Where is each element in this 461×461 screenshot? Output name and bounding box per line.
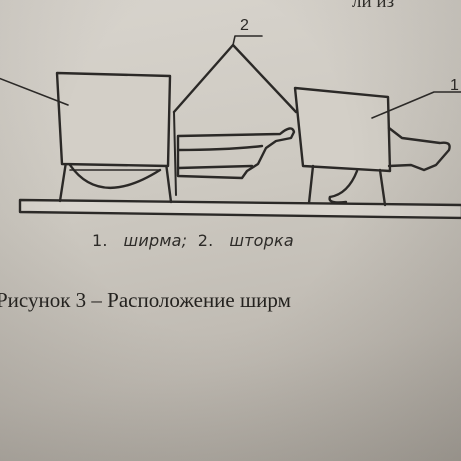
couch-headrest xyxy=(68,163,162,190)
callout-label-1: 1 xyxy=(450,77,459,94)
couch-base xyxy=(18,198,461,220)
patient-body xyxy=(176,127,296,180)
curtain xyxy=(172,43,298,114)
right-screen-leg xyxy=(307,164,315,205)
callout-line-1-right xyxy=(371,91,461,119)
left-screen-leg xyxy=(58,160,68,203)
left-screen-leg xyxy=(164,161,173,204)
legend-term-screen: ширма; xyxy=(123,231,188,250)
screen-left xyxy=(55,71,172,168)
patient-legs xyxy=(387,126,451,172)
callout-line-1-left xyxy=(0,77,69,106)
legend-term-curtain: шторка xyxy=(229,231,294,250)
legend-number-2: 2. xyxy=(197,231,214,250)
legend-number-1: 1. xyxy=(92,231,108,250)
screen-right xyxy=(293,86,392,173)
figure-caption: Рисунок 3 – Расположение ширм xyxy=(0,288,291,312)
figure-legend: 1. ширма; 2. шторка xyxy=(92,231,294,250)
callout-line-2 xyxy=(232,35,263,46)
right-screen-leg xyxy=(378,168,387,207)
cut-off-text-fragment: ли из xyxy=(352,0,395,12)
callout-label-2: 2 xyxy=(240,17,249,34)
